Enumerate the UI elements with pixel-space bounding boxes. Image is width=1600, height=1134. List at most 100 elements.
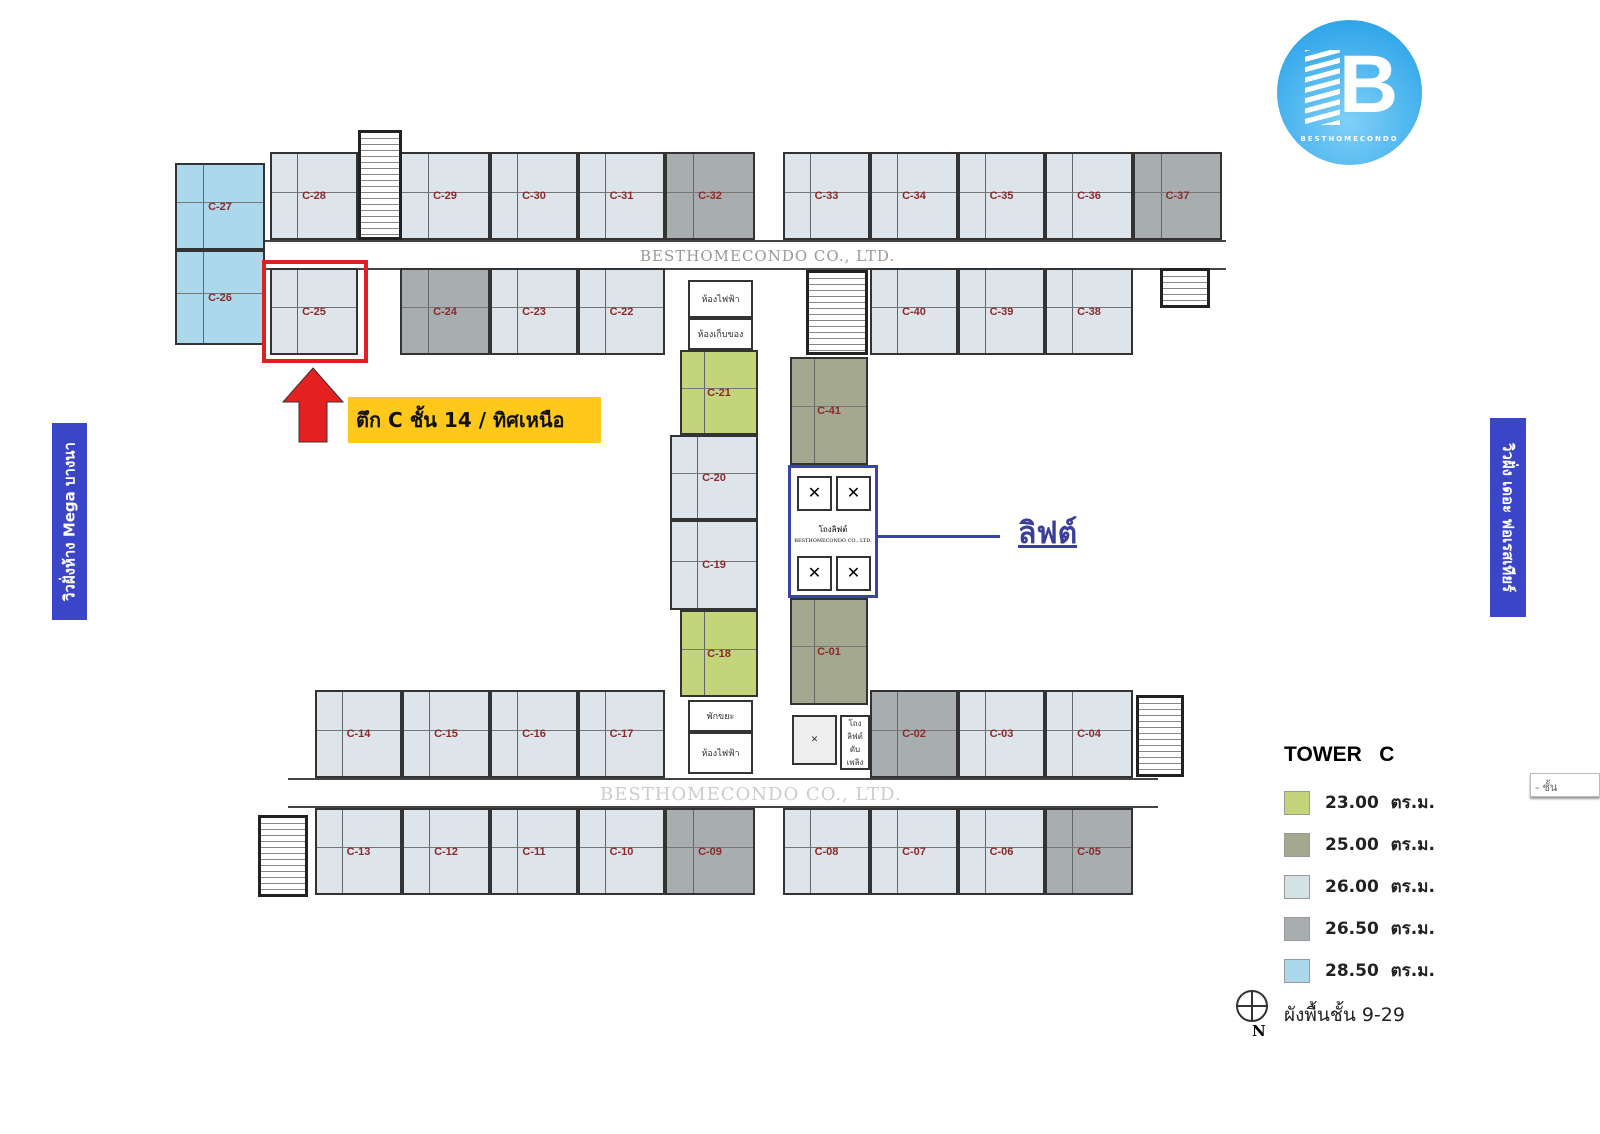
fire-lift-lobby: โถงลิฟต์ดับเพลิง: [840, 715, 870, 770]
unit-c-23[interactable]: C-23: [490, 268, 578, 355]
legend-label: 25.00 ตร.ม.: [1325, 835, 1435, 855]
unit-label: C-26: [208, 291, 232, 304]
unit-label: C-41: [817, 405, 841, 417]
unit-c-06[interactable]: C-06: [958, 808, 1045, 895]
unit-label: C-13: [346, 845, 371, 858]
unit-label: C-27: [208, 200, 232, 213]
highlight-box-c25: [262, 260, 368, 363]
compass-icon: [1236, 990, 1268, 1022]
lift-shaft: ✕: [836, 556, 871, 591]
lift-lobby-label: โถงลิฟต์: [818, 525, 848, 534]
legend-label: 28.50 ตร.ม.: [1325, 961, 1435, 981]
lift-shaft: ✕: [836, 476, 871, 511]
unit-label: C-11: [522, 845, 546, 858]
unit-label: C-33: [814, 190, 839, 202]
unit-c-38[interactable]: C-38: [1045, 268, 1133, 355]
unit-label: C-12: [434, 845, 458, 858]
unit-c-10[interactable]: C-10: [578, 808, 665, 895]
unit-label: C-04: [1077, 728, 1101, 740]
unit-c-37[interactable]: C-37: [1133, 152, 1222, 240]
unit-c-24[interactable]: C-24: [400, 268, 490, 355]
unit-c-17[interactable]: C-17: [578, 690, 665, 778]
unit-c-25[interactable]: C-25: [270, 268, 358, 355]
unit-c-07[interactable]: C-07: [870, 808, 958, 895]
watermark-bottom: BESTHOMECONDO CO., LTD.: [600, 784, 902, 805]
unit-c-11[interactable]: C-11: [490, 808, 578, 895]
electrical-room-top: ห้องไฟฟ้า: [688, 280, 753, 318]
unit-c-16[interactable]: C-16: [490, 690, 578, 778]
lift-shaft: ✕: [797, 476, 832, 511]
unit-c-09[interactable]: C-09: [665, 808, 755, 895]
unit-c-27[interactable]: C-27: [175, 163, 265, 250]
stair-bottom-left: [258, 815, 308, 897]
unit-label: C-38: [1077, 305, 1101, 318]
besthomecondo-logo: B BESTHOMECONDO: [1277, 20, 1422, 165]
unit-label: C-22: [609, 305, 634, 318]
unit-c-19[interactable]: C-19: [670, 520, 758, 610]
lift-label: ลิฟต์: [1018, 516, 1078, 551]
logo-text: BESTHOMECONDO: [1300, 135, 1399, 143]
garbage-room: พักขยะ: [688, 700, 753, 732]
legend-label: 26.50 ตร.ม.: [1325, 919, 1435, 939]
unit-label: C-03: [989, 728, 1014, 740]
legend-item: 26.00 ตร.ม.: [1284, 873, 1435, 900]
unit-c-20[interactable]: C-20: [670, 435, 758, 520]
unit-c-05[interactable]: C-05: [1045, 808, 1133, 895]
legend: TOWER C 23.00 ตร.ม.25.00 ตร.ม.26.00 ตร.ม…: [1284, 743, 1435, 999]
storage-room: ห้องเก็บของ: [688, 318, 753, 350]
callout-label: ตึก C ชั้น 14 / ทิศเหนือ: [348, 397, 601, 443]
unit-c-14[interactable]: C-14: [315, 690, 402, 778]
unit-c-18[interactable]: C-18: [680, 610, 758, 697]
unit-c-28[interactable]: C-28: [270, 152, 358, 240]
unit-c-35[interactable]: C-35: [958, 152, 1045, 240]
unit-c-31[interactable]: C-31: [578, 152, 665, 240]
logo-letter: B: [1339, 39, 1399, 130]
unit-label: C-07: [902, 845, 926, 858]
unit-label: C-20: [702, 471, 726, 484]
unit-label: C-40: [902, 305, 926, 318]
legend-swatch: [1284, 790, 1310, 815]
stair-top-right: [1160, 268, 1210, 308]
unit-c-41[interactable]: C-41: [790, 357, 868, 465]
unit-label: C-30: [522, 190, 546, 202]
unit-label: C-19: [702, 559, 726, 571]
side-label-right: วิวฝั่ง เดอะ ฟอเรสเทียร์: [1490, 418, 1526, 617]
side-label-left: วิวฝั่งห้าง Mega บางนา: [52, 423, 87, 620]
lift-pointer-line: [878, 535, 1000, 538]
edge-tab: - ชั้น: [1530, 773, 1600, 797]
unit-c-22[interactable]: C-22: [578, 268, 665, 355]
unit-c-33[interactable]: C-33: [783, 152, 870, 240]
legend-item: 26.50 ตร.ม.: [1284, 915, 1435, 942]
unit-c-40[interactable]: C-40: [870, 268, 958, 355]
unit-c-30[interactable]: C-30: [490, 152, 578, 240]
unit-c-04[interactable]: C-04: [1045, 690, 1133, 778]
unit-c-39[interactable]: C-39: [958, 268, 1045, 355]
unit-label: C-29: [433, 190, 457, 202]
legend-label: 23.00 ตร.ม.: [1325, 793, 1435, 813]
unit-c-15[interactable]: C-15: [402, 690, 490, 778]
legend-swatch: [1284, 832, 1310, 857]
unit-label: C-24: [433, 305, 457, 318]
unit-label: C-05: [1077, 845, 1101, 858]
unit-c-34[interactable]: C-34: [870, 152, 958, 240]
unit-c-21[interactable]: C-21: [680, 350, 758, 435]
unit-c-29[interactable]: C-29: [400, 152, 490, 240]
unit-c-02[interactable]: C-02: [870, 690, 958, 778]
unit-c-13[interactable]: C-13: [315, 808, 402, 895]
unit-c-01[interactable]: C-01: [790, 598, 868, 705]
unit-label: C-39: [989, 305, 1014, 318]
unit-c-32[interactable]: C-32: [665, 152, 755, 240]
electrical-room-bottom: ห้องไฟฟ้า: [688, 732, 753, 774]
side-left-text: วิวฝั่งห้าง Mega บางนา: [60, 442, 79, 601]
unit-c-12[interactable]: C-12: [402, 808, 490, 895]
unit-label: C-02: [902, 728, 926, 740]
lift-lobby: ✕ ✕ โถงลิฟต์ BESTHOMECONDO CO., LTD. ✕ ✕: [788, 465, 878, 598]
unit-c-36[interactable]: C-36: [1045, 152, 1133, 240]
unit-label: C-36: [1077, 190, 1101, 202]
floor-range-note: ผังพื้นชั้น 9-29: [1284, 1004, 1405, 1026]
unit-label: C-08: [814, 845, 839, 858]
unit-c-08[interactable]: C-08: [783, 808, 870, 895]
unit-c-26[interactable]: C-26: [175, 250, 265, 345]
unit-c-03[interactable]: C-03: [958, 690, 1045, 778]
unit-label: C-09: [698, 845, 722, 858]
